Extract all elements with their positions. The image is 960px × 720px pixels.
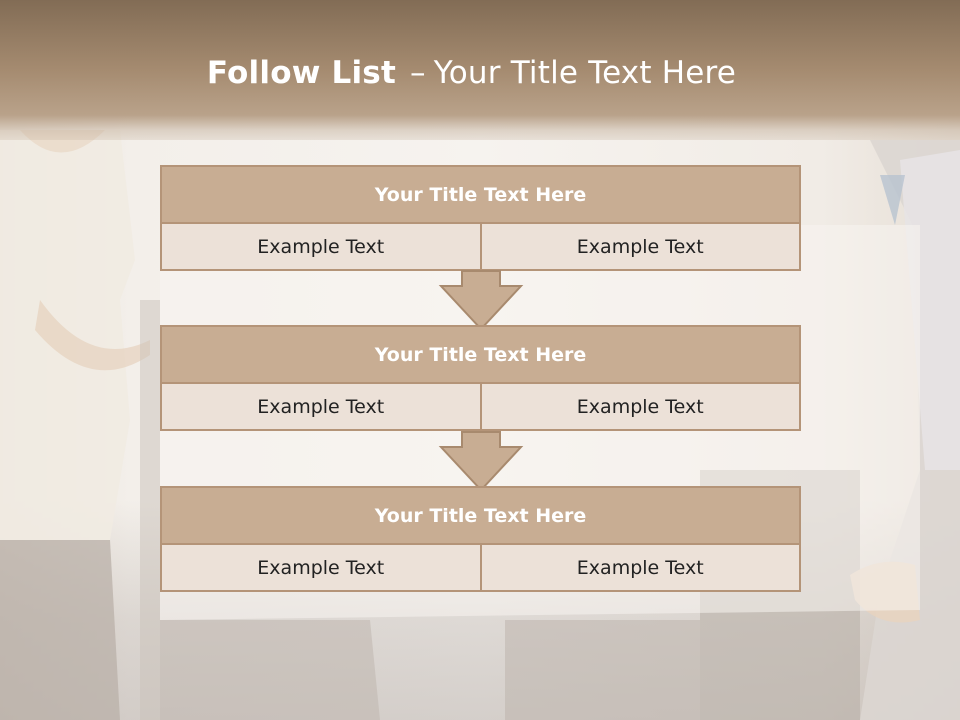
title-dash: – <box>409 55 426 91</box>
down-arrow-icon <box>438 431 524 492</box>
step-cell-right: Example Text <box>479 384 800 429</box>
step-cell-left: Example Text <box>257 235 385 258</box>
header-band <box>0 0 960 140</box>
step-cell-left: Example Text <box>257 556 385 579</box>
step-row: Example Text Example Text <box>162 545 799 590</box>
step-title: Your Title Text Here <box>162 327 799 384</box>
title-rest-text: Your Title Text Here <box>433 55 737 91</box>
step-cell-right: Example Text <box>479 224 800 269</box>
step-title: Your Title Text Here <box>162 488 799 545</box>
title-bold-text: Follow List <box>206 55 396 91</box>
slide-title: Follow List–Your Title Text Here <box>0 55 943 91</box>
step-row: Example Text Example Text <box>162 384 799 429</box>
step-card-1: Your Title Text Here Example Text Exampl… <box>160 165 801 271</box>
step-title: Your Title Text Here <box>162 167 799 224</box>
step-cell-left: Example Text <box>257 395 385 418</box>
step-cell-right: Example Text <box>479 545 800 590</box>
step-card-3: Your Title Text Here Example Text Exampl… <box>160 486 801 592</box>
down-arrow-icon <box>438 270 524 331</box>
step-row: Example Text Example Text <box>162 224 799 269</box>
step-card-2: Your Title Text Here Example Text Exampl… <box>160 325 801 431</box>
